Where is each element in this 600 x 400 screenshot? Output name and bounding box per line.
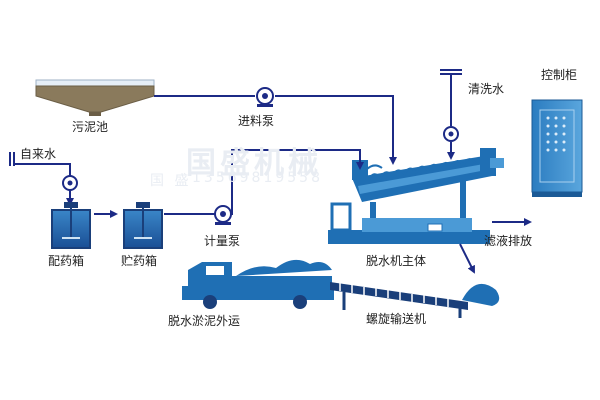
label-screw-conveyor: 螺旋输送机 bbox=[366, 312, 427, 326]
control-cabinet bbox=[531, 99, 583, 197]
screw-conveyor bbox=[330, 282, 500, 318]
watermark-small: 国 盛 bbox=[150, 173, 192, 189]
sludge-drop-arrow bbox=[459, 243, 475, 274]
feed-pump bbox=[256, 87, 274, 107]
label-storage-tank: 贮药箱 bbox=[121, 254, 158, 268]
tap-water-line bbox=[9, 152, 74, 206]
label-tap-water: 自来水 bbox=[20, 147, 57, 161]
truck bbox=[182, 259, 334, 309]
watermark-phone: 13569819558 bbox=[192, 170, 323, 186]
label-dewatering-machine: 脱水机主体 bbox=[366, 254, 427, 268]
label-mixing-tank: 配药箱 bbox=[48, 254, 85, 268]
label-sludge-outbound: 脱水淤泥外运 bbox=[168, 314, 241, 328]
feed-pipe bbox=[154, 95, 397, 165]
dewatering-machine bbox=[328, 148, 504, 244]
storage-tank bbox=[123, 202, 163, 249]
label-sludge-tank: 污泥池 bbox=[72, 120, 109, 134]
metering-pump bbox=[214, 205, 232, 225]
sludge-tank bbox=[35, 79, 155, 116]
label-metering-pump: 计量泵 bbox=[204, 234, 241, 248]
rinse-water-line bbox=[440, 69, 462, 160]
mixing-tank bbox=[51, 202, 91, 249]
label-control-cabinet: 控制柜 bbox=[541, 68, 578, 82]
tap-water-valve bbox=[62, 175, 78, 191]
label-feed-pump: 进料泵 bbox=[238, 114, 275, 128]
rinse-water-valve bbox=[443, 126, 459, 142]
label-rinse-water: 清洗水 bbox=[468, 82, 505, 96]
label-filtrate-discharge: 滤液排放 bbox=[484, 234, 533, 248]
watermark-brand: 国盛机械 bbox=[186, 146, 322, 181]
